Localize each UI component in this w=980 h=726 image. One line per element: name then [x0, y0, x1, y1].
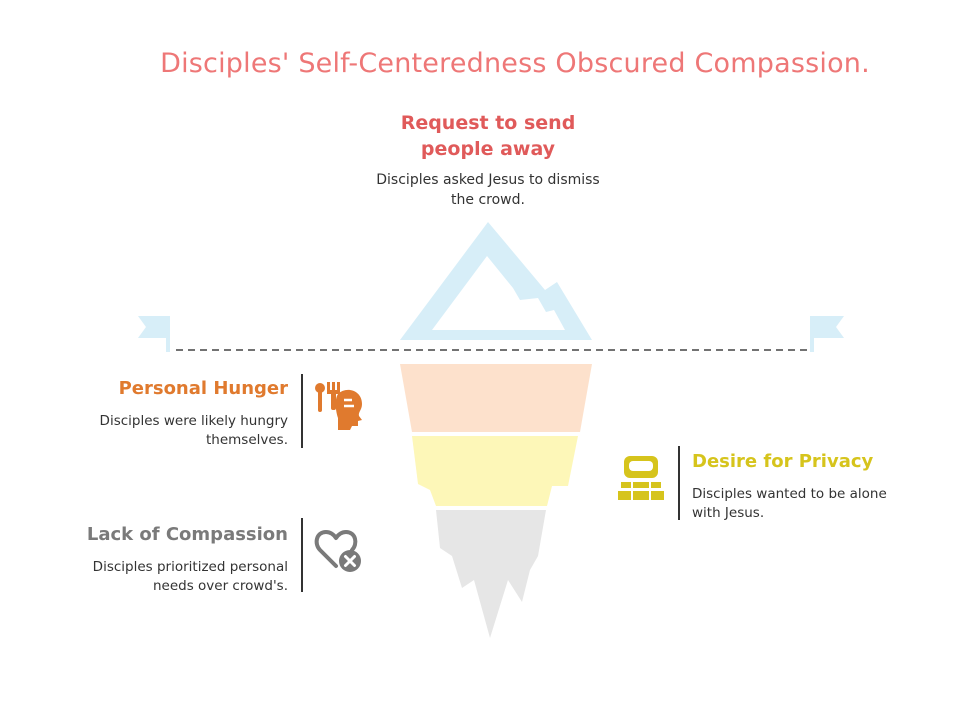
top-description-line1: Disciples asked Jesus to dismiss	[376, 172, 600, 188]
desire-for-privacy-description: Disciples wanted to be alone with Jesus.	[692, 485, 932, 523]
left-flag	[138, 316, 170, 350]
top-description: Disciples asked Jesus to dismiss the cro…	[340, 170, 636, 210]
lack-of-compassion-heading: Lack of Compassion	[86, 524, 288, 545]
lack-of-compassion-desc-line1: Disciples prioritized personal	[92, 559, 288, 575]
iceberg-band-desire-for-privacy	[412, 436, 578, 506]
personal-hunger-heading: Personal Hunger	[118, 378, 288, 399]
desire-for-privacy-heading: Desire for Privacy	[692, 451, 874, 472]
right-flag	[810, 316, 844, 352]
iceberg-peak-inner	[432, 256, 565, 330]
top-heading-line1: Request to send	[400, 112, 576, 134]
desire-for-privacy-desc-line2: with Jesus.	[692, 505, 765, 521]
iceberg-band-personal-hunger	[400, 364, 592, 432]
top-heading: Request to send people away	[340, 110, 636, 162]
personal-hunger-description: Disciples were likely hungry themselves.	[60, 412, 288, 450]
top-heading-line2: people away	[420, 138, 556, 160]
personal-hunger-desc-line2: themselves.	[205, 432, 288, 448]
lack-of-compassion-description: Disciples prioritized personal needs ove…	[50, 558, 288, 596]
desire-for-privacy-desc-line1: Disciples wanted to be alone	[692, 486, 887, 502]
left-flag-pole	[166, 316, 170, 352]
iceberg-band-lack-of-compassion	[436, 510, 546, 638]
personal-hunger-desc-line1: Disciples were likely hungry	[99, 413, 288, 429]
privacy-icon	[618, 456, 664, 500]
personal-hunger-divider	[301, 374, 303, 448]
lack-of-compassion-divider	[301, 518, 303, 592]
top-description-line2: the crowd.	[451, 192, 525, 208]
page-title: Disciples' Self-Centeredness Obscured Co…	[160, 48, 870, 79]
desire-for-privacy-divider	[678, 446, 680, 520]
lack-of-compassion-desc-line2: needs over crowd's.	[152, 578, 288, 594]
heart-cancel-icon	[314, 530, 361, 572]
hungry-person-icon	[315, 382, 362, 430]
